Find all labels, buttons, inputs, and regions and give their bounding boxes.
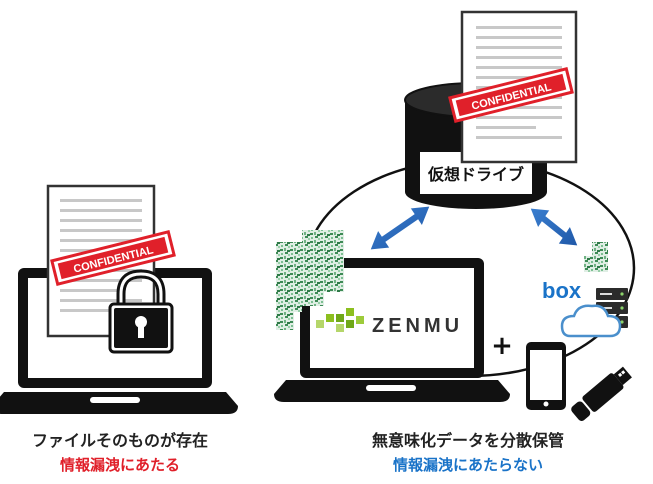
left-caption: ファイルそのものが存在 (31, 431, 208, 450)
virtual-drive-label: 仮想ドライブ (427, 165, 524, 184)
usb-drive-icon (571, 366, 632, 421)
double-arrow-icon-right (529, 207, 579, 247)
zenmu-brand-name: ZENMU (372, 315, 463, 337)
smartphone-icon (526, 342, 566, 410)
data-fragment-small (584, 242, 608, 272)
left-subcaption: 情報漏洩にあたる (59, 456, 180, 474)
zenmu-laptop (274, 258, 510, 402)
cloud-icon (560, 304, 622, 338)
data-fragment-large (276, 230, 344, 330)
plus-sign: + (491, 331, 513, 361)
box-logo: box (542, 278, 582, 303)
padlock-icon (108, 269, 174, 354)
right-subcaption: 情報漏洩にあたらない (392, 456, 543, 474)
double-arrow-icon-left (369, 205, 431, 251)
zenmu-logo: ZENMU (316, 308, 463, 337)
confidential-stamp-left: CONFIDENTIAL (50, 230, 176, 286)
right-caption: 無意味化データを分散保管 (371, 431, 564, 450)
